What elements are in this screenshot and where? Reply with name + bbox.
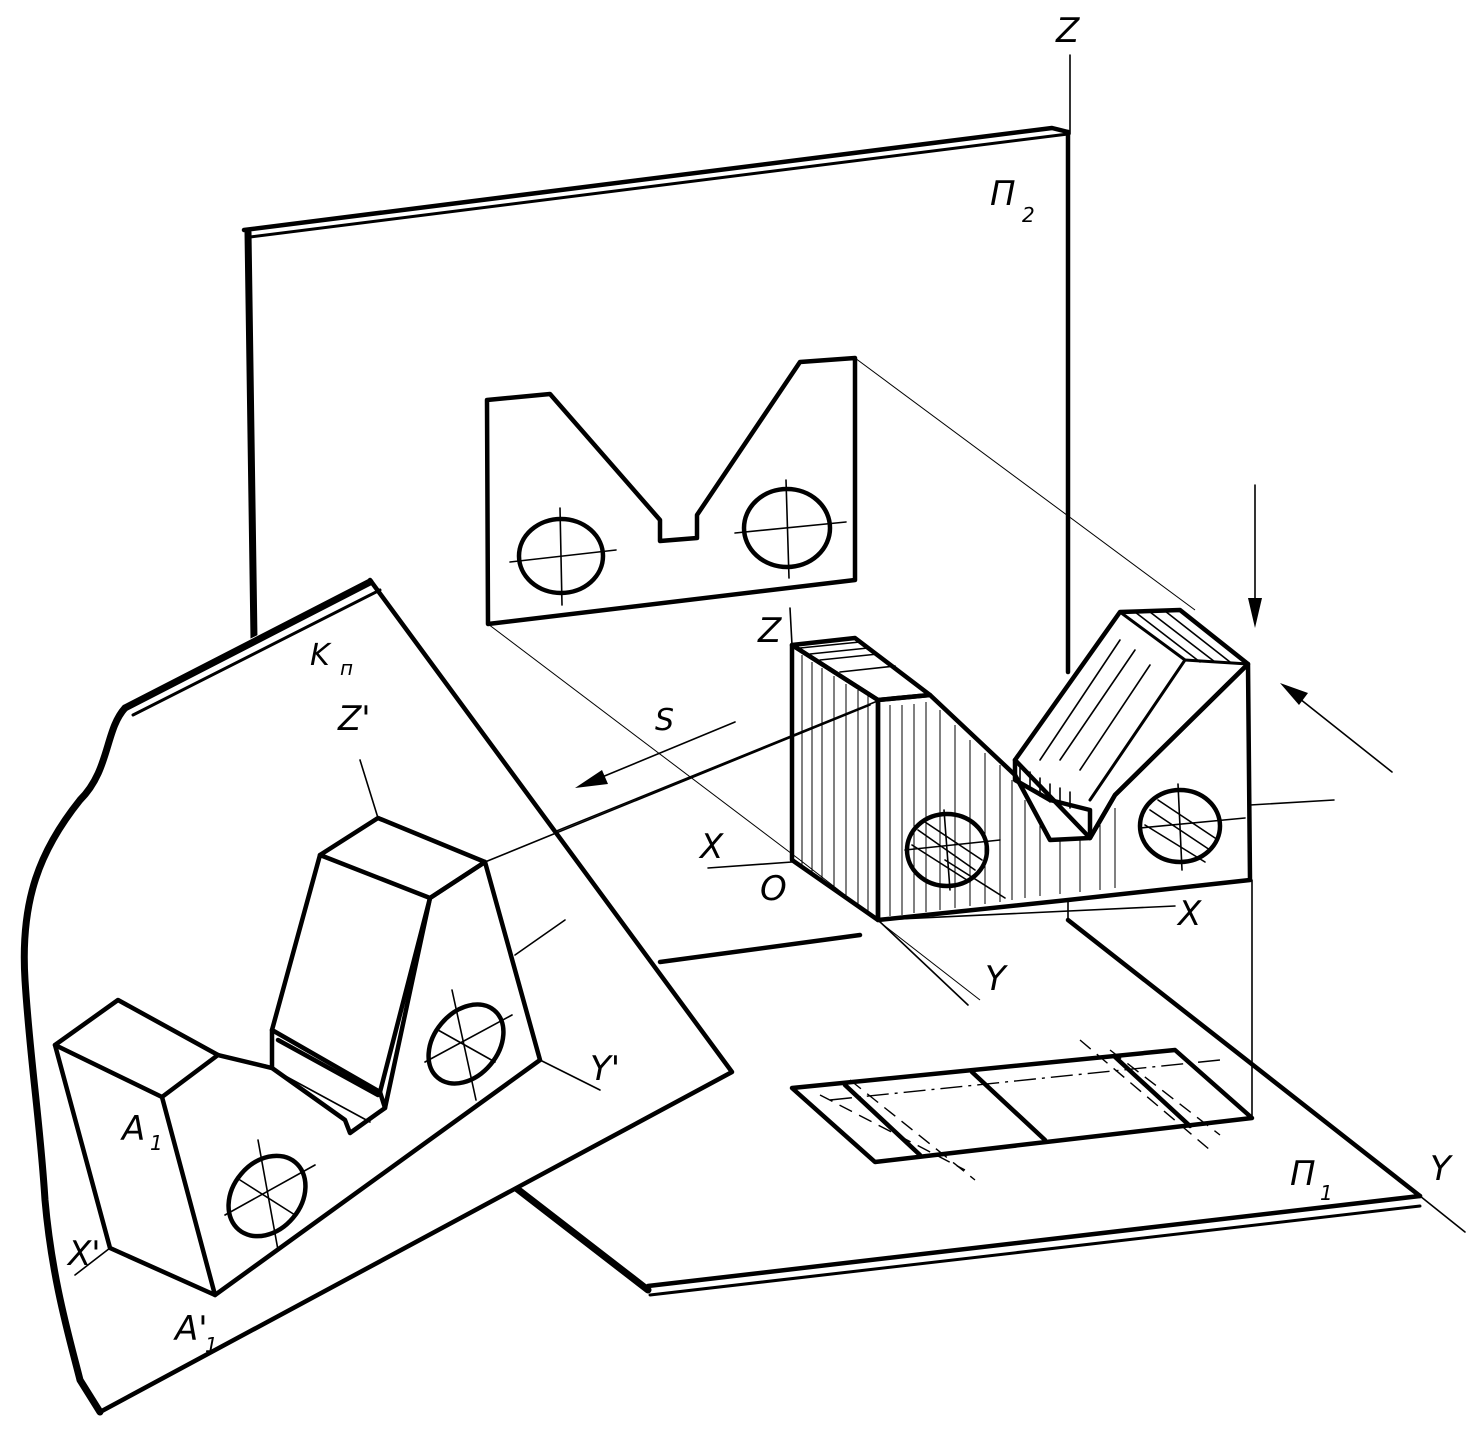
label-a1: A xyxy=(120,1109,145,1149)
label-k-sub: п xyxy=(340,656,353,680)
top-view-projection xyxy=(789,1039,1255,1181)
label-y-prime: Y' xyxy=(590,1049,620,1089)
label-y-local: Y xyxy=(985,959,1008,999)
label-z-top: Z xyxy=(1055,11,1080,51)
axo-right-hole xyxy=(426,1002,506,1086)
label-s: S xyxy=(655,703,674,738)
label-k: K xyxy=(310,638,332,673)
horizontal-plane-pi1 xyxy=(512,917,1466,1297)
object-right-hole xyxy=(1137,787,1223,865)
label-x-left: X xyxy=(698,827,724,867)
label-pi2: П xyxy=(990,174,1016,214)
label-z-local: Z xyxy=(757,611,782,651)
label-x-right: X xyxy=(1176,894,1202,934)
label-a1-sub: 1 xyxy=(150,1131,163,1155)
v-block-object xyxy=(789,607,1335,923)
label-pi1: П xyxy=(1290,1154,1316,1194)
left-face-hatching xyxy=(801,655,869,912)
label-x-prime: X' xyxy=(66,1234,101,1274)
local-axes xyxy=(707,607,1176,1006)
axonometric-image xyxy=(52,704,871,1298)
label-pi1-sub: 1 xyxy=(1320,1181,1333,1205)
label-z-prime: Z' xyxy=(337,699,371,739)
label-a1-prime: A' xyxy=(173,1309,208,1349)
label-pi2-sub: 2 xyxy=(1022,203,1035,227)
labels: Z П 2 П 1 Y K п Z' Y' X' A 1 A' 1 S Z X … xyxy=(66,11,1453,1357)
axonometric-plane-k xyxy=(20,577,735,1416)
axo-left-hole xyxy=(226,1153,308,1239)
front-view-projection xyxy=(484,355,858,627)
frontal-plane-pi2 xyxy=(241,125,1071,965)
label-y-bottom: Y xyxy=(1430,1149,1453,1189)
projection-rays xyxy=(487,357,1196,1001)
label-a1-prime-sub: 1 xyxy=(205,1333,218,1357)
label-origin: O xyxy=(760,869,787,909)
